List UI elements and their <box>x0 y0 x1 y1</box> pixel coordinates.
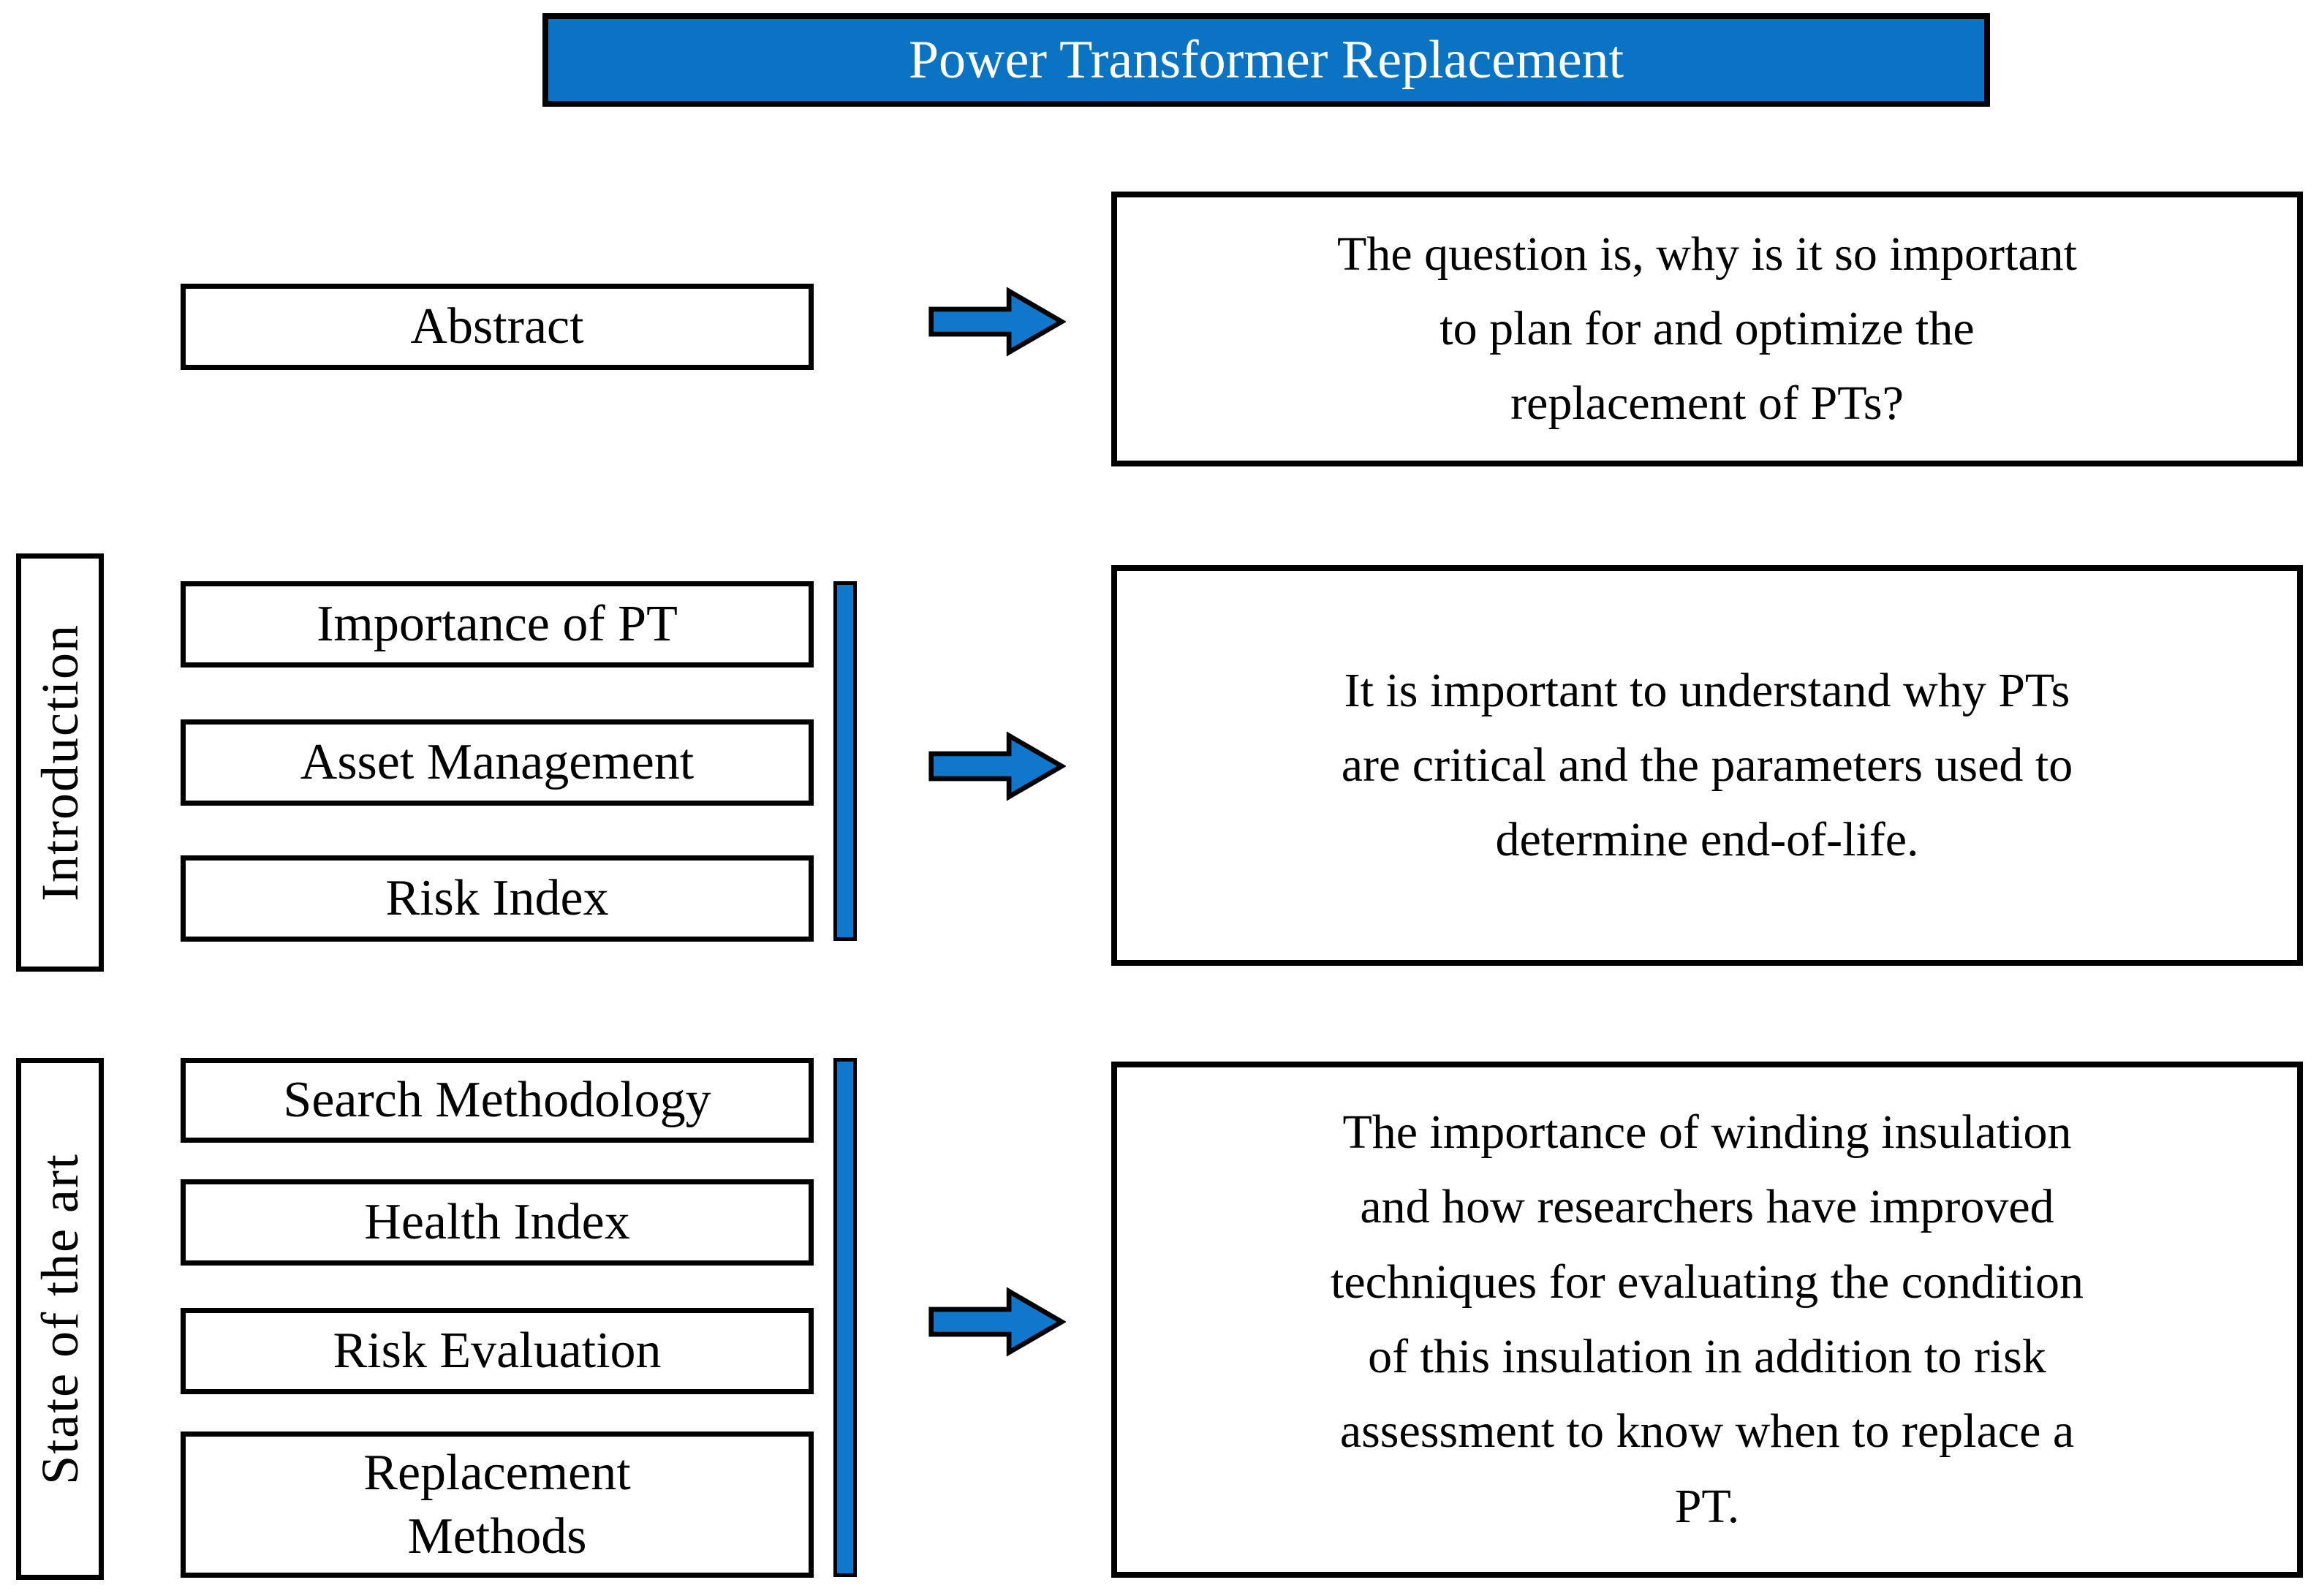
topic-label: Replacement Methods <box>363 1444 631 1565</box>
topic-box-search-methodology: Search Methodology <box>181 1058 814 1143</box>
introduction-section-label-text: Introduction <box>30 624 89 901</box>
state-of-the-art-bracket-bar <box>833 1058 857 1577</box>
topic-box-importance-of-pt: Importance of PT <box>181 581 814 667</box>
topic-label: Asset Management <box>300 734 695 791</box>
title-banner: Power Transformer Replacement <box>542 13 1990 107</box>
abstract-summary-text: The question is, why is it so important … <box>1337 227 2077 431</box>
topic-box-risk-index: Risk Index <box>181 855 814 942</box>
state-of-the-art-summary-box: The importance of winding insulation and… <box>1111 1062 2303 1578</box>
state-of-the-art-section-label: State of the art <box>16 1058 104 1580</box>
topic-box-health-index: Health Index <box>181 1179 814 1266</box>
right-arrow-icon <box>928 1287 1066 1357</box>
diagram-title: Power Transformer Replacement <box>908 30 1624 90</box>
state-of-the-art-section-label-text: State of the art <box>30 1153 89 1485</box>
topic-label: Risk Index <box>385 870 609 927</box>
introduction-section-label: Introduction <box>16 553 104 972</box>
topic-label: Risk Evaluation <box>333 1323 662 1380</box>
right-arrow-icon <box>928 287 1066 357</box>
introduction-summary-box: It is important to understand why PTs ar… <box>1111 565 2303 966</box>
introduction-bracket-bar <box>833 581 857 941</box>
topic-label: Search Methodology <box>283 1072 711 1129</box>
abstract-box: Abstract <box>181 284 814 370</box>
abstract-summary-box: The question is, why is it so important … <box>1111 192 2303 466</box>
abstract-label: Abstract <box>410 298 584 355</box>
topic-label: Health Index <box>364 1194 630 1251</box>
state-of-the-art-summary-text: The importance of winding insulation and… <box>1330 1105 2084 1533</box>
introduction-summary-text: It is important to understand why PTs ar… <box>1341 663 2073 867</box>
topic-box-asset-management: Asset Management <box>181 719 814 806</box>
topic-label: Importance of PT <box>317 596 678 653</box>
right-arrow-icon <box>928 731 1066 801</box>
topic-box-replacement-methods: Replacement Methods <box>181 1432 814 1578</box>
topic-box-risk-evaluation: Risk Evaluation <box>181 1308 814 1394</box>
